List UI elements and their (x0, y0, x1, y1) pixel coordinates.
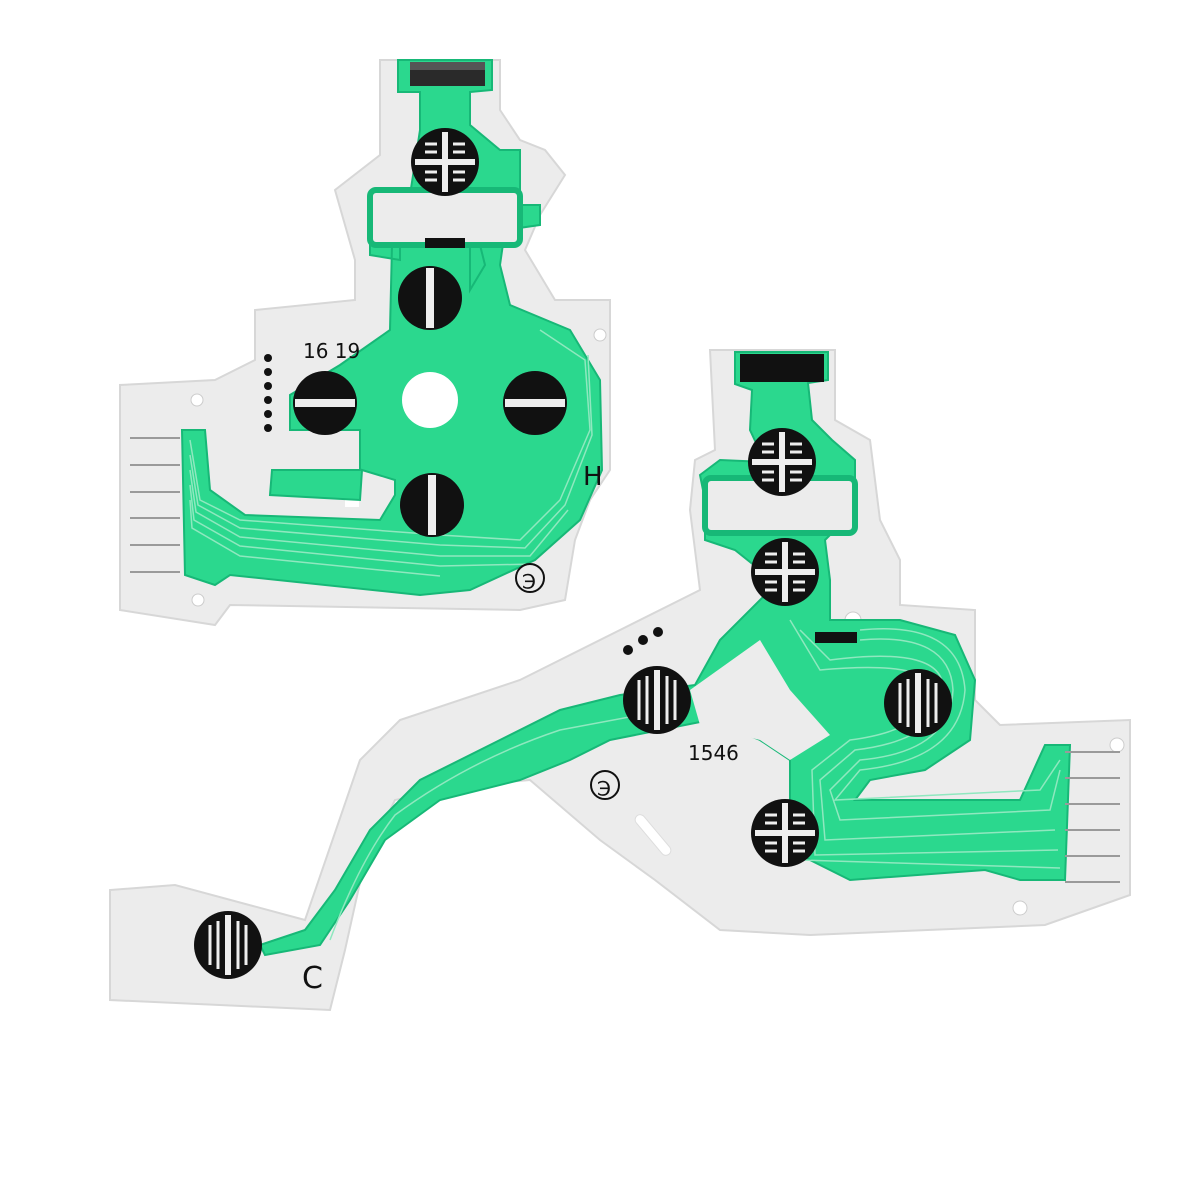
left-side-letter: H (583, 462, 603, 492)
left-dot-marks (264, 354, 272, 432)
left-top-pad (409, 126, 481, 198)
left-code-label: 16 19 (303, 339, 360, 363)
right-left-pad (621, 664, 693, 736)
right-connector-pins (1065, 751, 1120, 883)
right-top-pad (746, 426, 818, 498)
left-dpad-up-pad (398, 266, 462, 330)
left-logo-mark: ℈ (522, 567, 536, 591)
right-dot-marks (623, 627, 663, 655)
right-code-label: 1546 (688, 741, 739, 765)
left-dpad-down-pad (400, 473, 464, 537)
right-right-pad (882, 667, 954, 739)
left-flex-board: 16 19 H ℈ (119, 59, 611, 627)
left-dpad-right-pad (503, 371, 567, 435)
right-connector-tab (740, 354, 824, 382)
left-ribbon-lines (189, 329, 593, 577)
right-flex-board: 1546 C ℈ (109, 349, 1131, 1012)
right-bottom-pad (749, 797, 821, 869)
left-connector-pins (130, 437, 180, 573)
left-dpad-left-pad (293, 371, 357, 435)
right-remote-pad (192, 909, 264, 981)
right-logo-mark: ℈ (597, 774, 611, 798)
right-side-letter: C (302, 961, 323, 996)
right-second-pad (749, 536, 821, 608)
